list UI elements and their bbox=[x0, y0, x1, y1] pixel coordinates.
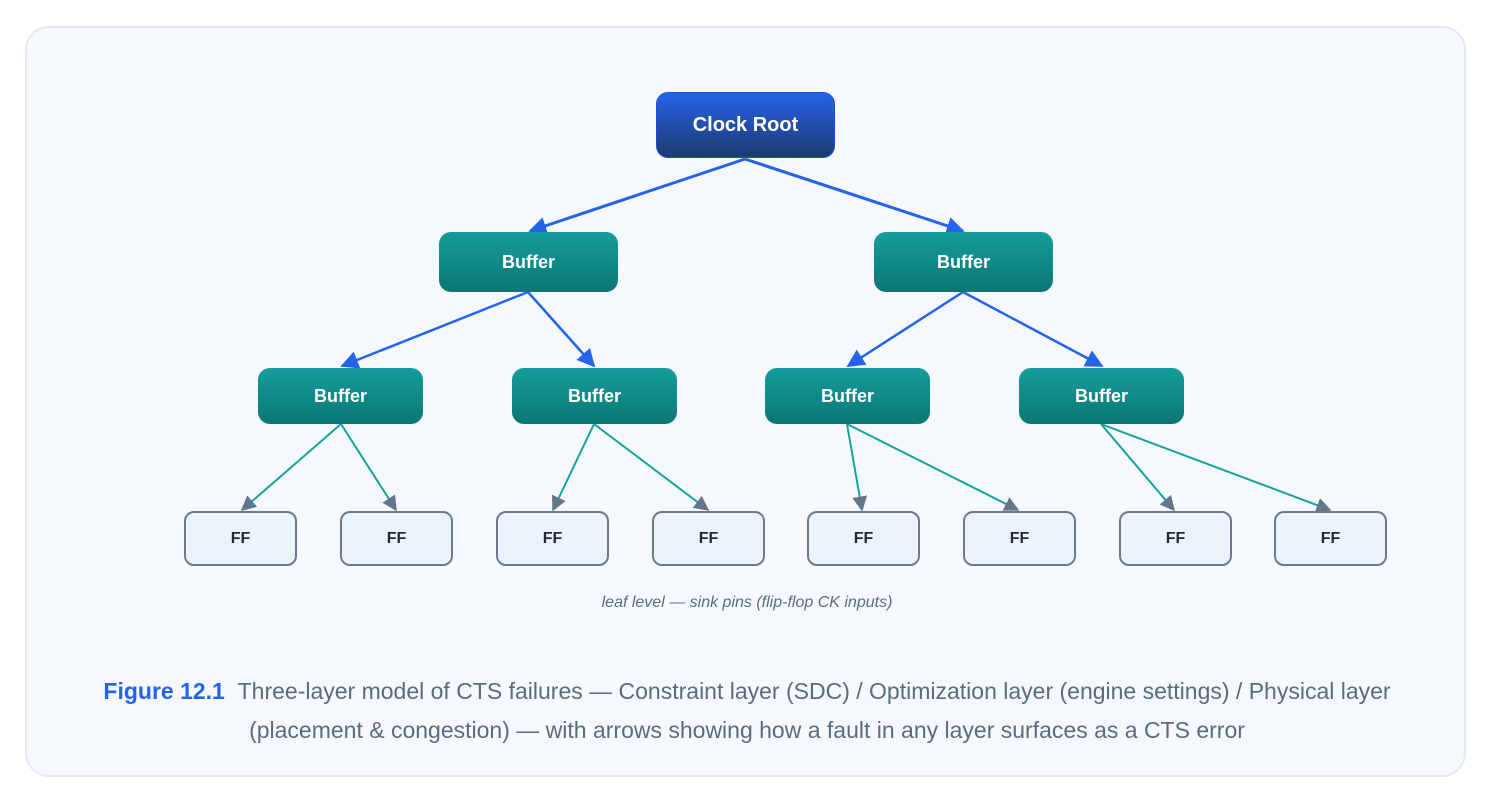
edge-root-buffer-1 bbox=[528, 157, 746, 235]
ff-node-1[interactable]: FF bbox=[184, 511, 297, 566]
figure-caption: Figure 12.1 Three-layer model of CTS fai… bbox=[60, 672, 1434, 750]
edge-buffer2b-ff3 bbox=[552, 423, 595, 512]
ff-node-6[interactable]: FF bbox=[963, 511, 1076, 566]
buffer-node-level1-right[interactable]: Buffer bbox=[874, 232, 1053, 292]
buffer-node-level2-4[interactable]: Buffer bbox=[1019, 368, 1184, 424]
ff-node-2[interactable]: FF bbox=[340, 511, 453, 566]
edge-root-buffer-2 bbox=[744, 157, 965, 235]
edge-buffer2d-ff7 bbox=[1100, 423, 1175, 512]
edge-buffer2-buffer2d bbox=[962, 290, 1104, 368]
edge-buffer2a-ff2 bbox=[340, 423, 397, 512]
buffer-node-level2-2[interactable]: Buffer bbox=[512, 368, 677, 424]
edge-buffer2d-ff8 bbox=[1100, 423, 1332, 513]
edge-buffer1-buffer2a bbox=[340, 290, 529, 369]
edge-buffer2b-ff4 bbox=[593, 423, 710, 511]
edge-buffer2-buffer2c bbox=[846, 290, 964, 368]
ff-node-3[interactable]: FF bbox=[496, 511, 609, 566]
edge-buffer1-buffer2b bbox=[527, 291, 596, 368]
edge-buffer2c-ff6 bbox=[846, 423, 1020, 511]
buffer-node-level2-1[interactable]: Buffer bbox=[258, 368, 423, 424]
ff-node-7[interactable]: FF bbox=[1119, 511, 1232, 566]
figure-caption-text: Three-layer model of CTS failures — Cons… bbox=[237, 678, 1391, 743]
buffer-node-level2-3[interactable]: Buffer bbox=[765, 368, 930, 424]
ff-node-4[interactable]: FF bbox=[652, 511, 765, 566]
clock-root-node[interactable]: Clock Root bbox=[656, 92, 835, 158]
leaf-level-caption: leaf level — sink pins (flip-flop CK inp… bbox=[601, 594, 893, 611]
edge-buffer2a-ff1 bbox=[240, 423, 342, 511]
ff-node-5[interactable]: FF bbox=[807, 511, 920, 566]
ff-node-8[interactable]: FF bbox=[1274, 511, 1387, 566]
buffer-node-level1-left[interactable]: Buffer bbox=[439, 232, 618, 292]
figure-label: Figure 12.1 bbox=[103, 678, 225, 704]
edge-buffer2c-ff5 bbox=[846, 423, 868, 512]
